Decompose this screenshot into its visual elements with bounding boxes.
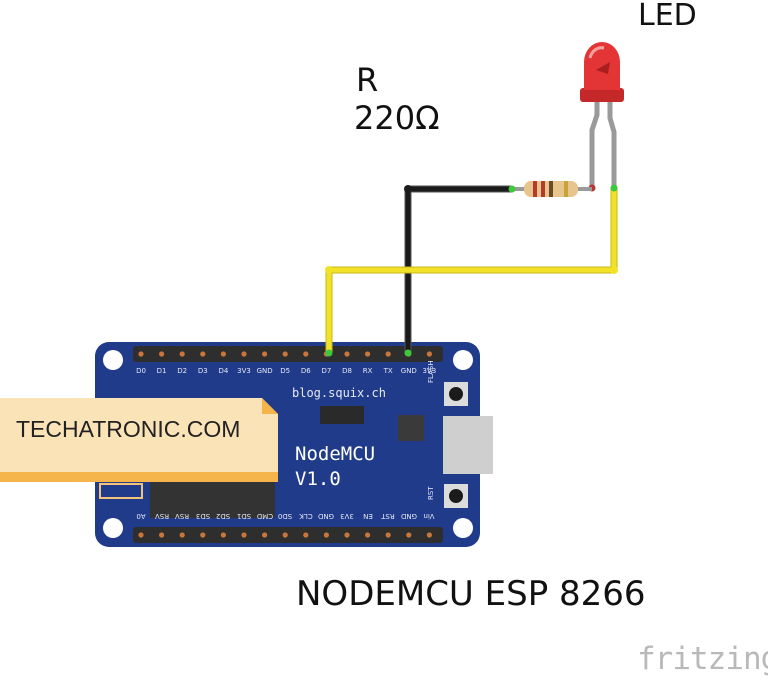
bottom-header bbox=[133, 527, 443, 543]
pin-label: EN bbox=[362, 512, 373, 520]
board-caption: NODEMCU ESP 8266 bbox=[296, 574, 646, 614]
pin-label: 3V3 bbox=[237, 367, 251, 375]
pin-label: GND bbox=[318, 512, 335, 520]
pin-label: D4 bbox=[218, 367, 229, 375]
pin-label: RX bbox=[362, 367, 373, 375]
bottom-pin-7 bbox=[282, 532, 288, 538]
pin-label: 3V3 bbox=[422, 367, 437, 375]
bottom-pin-14 bbox=[426, 532, 432, 538]
resistor-label: R bbox=[356, 61, 379, 99]
top-pin-6 bbox=[262, 351, 268, 357]
top-pin-5 bbox=[241, 351, 247, 357]
nodemcu-board bbox=[95, 342, 493, 547]
bottom-pin-0 bbox=[138, 532, 144, 538]
pin-label: SD3 bbox=[195, 512, 210, 520]
pin-label: D5 bbox=[280, 367, 291, 375]
pin-label: CMD bbox=[256, 512, 273, 520]
bottom-pin-10 bbox=[344, 532, 350, 538]
bottom-pin-12 bbox=[385, 532, 391, 538]
board-version: V1.0 bbox=[295, 468, 341, 490]
banner-text: TECHATRONIC.COM bbox=[16, 416, 241, 442]
d7-signal-wire bbox=[326, 187, 617, 352]
techatronic-banner bbox=[0, 398, 278, 482]
bottom-pin-2 bbox=[179, 532, 185, 538]
top-pin-4 bbox=[220, 351, 226, 357]
pin-label: D3 bbox=[197, 367, 208, 375]
mount-hole-tr bbox=[453, 350, 473, 370]
bottom-pin-5 bbox=[241, 532, 247, 538]
d7-pin-connection bbox=[325, 349, 333, 357]
top-pin-8 bbox=[303, 351, 309, 357]
pin-label: SD1 bbox=[236, 512, 252, 520]
pin-label: GND bbox=[400, 367, 417, 375]
bottom-pin-8 bbox=[303, 532, 309, 538]
top-pin-1 bbox=[159, 351, 165, 357]
pin-label: D8 bbox=[342, 367, 352, 375]
pin-label: D2 bbox=[177, 367, 188, 375]
pin-label: A0 bbox=[136, 512, 146, 520]
pin-label: CLK bbox=[299, 512, 313, 520]
pin-label: GND bbox=[400, 512, 417, 520]
board-website: blog.squix.ch bbox=[292, 386, 386, 400]
pin-label: TX bbox=[383, 367, 393, 375]
top-pin-0 bbox=[138, 351, 144, 357]
usb-connector bbox=[443, 416, 493, 474]
led bbox=[580, 42, 624, 102]
rst-label: RST bbox=[427, 486, 435, 500]
pin-label: SD0 bbox=[278, 512, 293, 520]
resistor bbox=[508, 181, 592, 197]
bottom-pin-3 bbox=[200, 532, 206, 538]
pin-label: D6 bbox=[300, 367, 311, 375]
mount-hole-br bbox=[453, 518, 473, 538]
bottom-pin-9 bbox=[323, 532, 329, 538]
wires bbox=[325, 185, 618, 357]
bottom-pin-13 bbox=[406, 532, 412, 538]
led-label: LED bbox=[638, 0, 697, 33]
top-pin-2 bbox=[179, 351, 185, 357]
top-header bbox=[133, 346, 443, 362]
pin-label: D1 bbox=[156, 367, 167, 375]
resistor-value: 220Ω bbox=[354, 99, 440, 137]
pin-label: GND bbox=[256, 367, 273, 375]
top-pin-dots bbox=[138, 351, 432, 357]
top-pin-3 bbox=[200, 351, 206, 357]
antenna-trace bbox=[99, 483, 143, 499]
pin-label: RSV bbox=[154, 512, 169, 520]
fritzing-watermark: fritzing bbox=[637, 641, 768, 677]
pin-label: Vin bbox=[423, 512, 435, 520]
pin-label: D0 bbox=[136, 367, 146, 375]
bottom-pin-1 bbox=[159, 532, 165, 538]
bottom-pin-4 bbox=[220, 532, 226, 538]
top-pin-11 bbox=[365, 351, 371, 357]
pin-label: RSV bbox=[175, 512, 190, 520]
bottom-pin-6 bbox=[262, 532, 268, 538]
top-pin-7 bbox=[282, 351, 288, 357]
pin-label: SD2 bbox=[216, 512, 231, 520]
chip-square bbox=[398, 415, 424, 441]
pin-label: D7 bbox=[321, 367, 332, 375]
bottom-pin-dots bbox=[138, 532, 432, 538]
board-name: NodeMCU bbox=[295, 443, 376, 465]
top-pin-10 bbox=[344, 351, 350, 357]
gnd-pin-connection bbox=[404, 349, 412, 357]
pin-label: RST bbox=[381, 512, 395, 520]
chip-small bbox=[320, 406, 364, 424]
pin-label: 3V3 bbox=[340, 512, 354, 520]
mount-hole-tl bbox=[103, 350, 123, 370]
bottom-pin-11 bbox=[365, 532, 371, 538]
led-legs bbox=[588, 102, 618, 192]
top-pin-12 bbox=[385, 351, 391, 357]
top-pin-14 bbox=[426, 351, 432, 357]
mount-hole-bl bbox=[103, 518, 123, 538]
